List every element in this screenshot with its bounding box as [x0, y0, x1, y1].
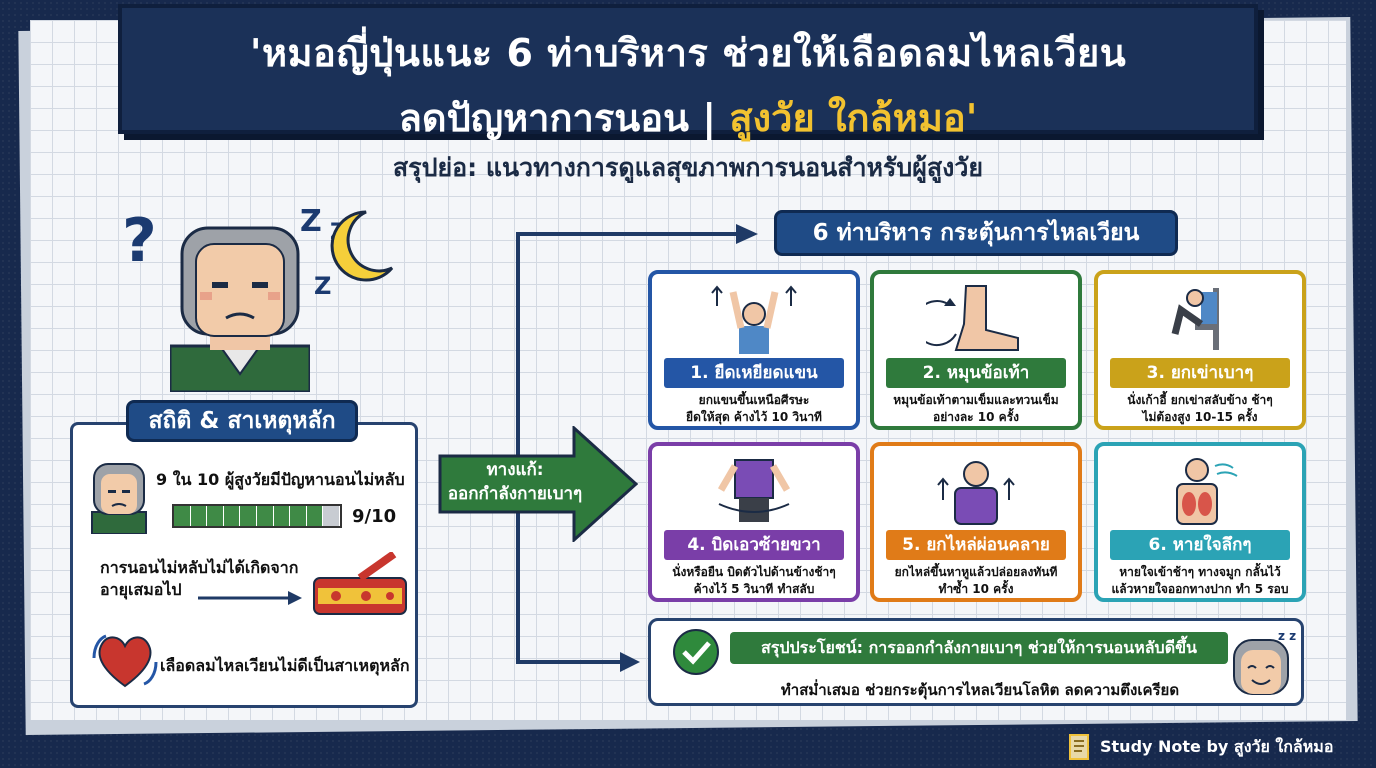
- exercise-card-shoulder-lift: 5. ยกไหล่ผ่อนคลาย ยกไหล่ขึ้นหาหูแล้วปล่อ…: [870, 442, 1082, 602]
- progress-segment: [256, 506, 274, 526]
- sleep-z-icon: Z: [314, 272, 332, 300]
- flow-line-bottom: [516, 660, 624, 664]
- elderly-man-icon: [170, 226, 310, 392]
- exercise-2-label: 2. หมุนข้อเท้า: [886, 358, 1066, 388]
- progress-segment: [273, 506, 291, 526]
- exercise-card-deep-breath: 6. หายใจลึกๆ หายใจเข้าช้าๆ ทางจมูก กลั้น…: [1094, 442, 1306, 602]
- insomnia-progress-bar: [172, 504, 342, 528]
- solution-arrow: [438, 426, 638, 542]
- knee-raise-icon: [1171, 288, 1219, 350]
- exercise-5-label: 5. ยกไหล่ผ่อนคลาย: [886, 530, 1066, 560]
- progress-segment: [323, 506, 340, 526]
- exercise-4-label: 4. บิดเอวซ้ายขวา: [664, 530, 844, 560]
- progress-segment: [207, 506, 224, 526]
- arrowhead-icon: [736, 224, 758, 244]
- exercise-6-desc-2: แล้วหายใจออกทางปาก ทำ 5 รอบ: [1111, 582, 1289, 596]
- exercise-4-desc-1: นั่งหรือยืน บิดตัวไปด้านข้างช้าๆ: [672, 565, 836, 579]
- ankle-rotation-icon: [926, 285, 1019, 351]
- footer: Study Note by สูงวัย ใกล้หมอ: [1066, 730, 1333, 764]
- exercise-1-label: 1. ยืดเหยียดแขน: [664, 358, 844, 388]
- arrowhead-icon: [620, 652, 640, 672]
- stats-header: สถิติ & สาเหตุหลัก: [126, 400, 358, 442]
- waist-twist-icon: [717, 459, 791, 522]
- solution-line-2: ออกกำลังกายเบาๆ: [447, 484, 583, 504]
- exercise-2-desc-2: อย่างละ 10 ครั้ง: [932, 410, 1020, 424]
- exercise-1-desc-2: ยืดให้สุด ค้างไว้ 10 วินาที: [686, 410, 822, 424]
- flow-line-top: [516, 232, 742, 236]
- stat-fact-2-line-1: การนอนไม่หลับไม่ได้เกิดจาก: [100, 558, 299, 577]
- svg-text:z z: z z: [1278, 629, 1296, 643]
- progress-segment: [190, 506, 208, 526]
- exercise-card-arm-stretch: 1. ยืดเหยียดแขน ยกแขนขึ้นเหนือศีรษะยืดให…: [648, 270, 860, 430]
- shoulder-lift-icon: [937, 461, 1015, 525]
- exercise-card-ankle-rotation: 2. หมุนข้อเท้า หมุนข้อเท้าตามเข็มและทวนเ…: [870, 270, 1082, 430]
- exercise-1-desc-1: ยกแขนขึ้นเหนือศีรษะ: [698, 393, 810, 407]
- progress-segment: [290, 506, 307, 526]
- exercise-5-desc-1: ยกไหล่ขึ้นหาหูแล้วปล่อยลงทันที: [894, 565, 1058, 579]
- blood-vessel-icon: [313, 552, 407, 615]
- exercise-5-desc-2: ทำซ้ำ 10 ครั้ง: [938, 582, 1014, 596]
- title-banner: 'หมอญี่ปุ่นแนะ 6 ท่าบริหาร ช่วยให้เลือดล…: [118, 4, 1258, 140]
- arm-stretch-icon: [711, 285, 797, 354]
- exercise-3-desc-1: นั่งเก้าอี้ ยกเข่าสลับข้าง ช้าๆ: [1127, 393, 1273, 407]
- progress-segment: [223, 506, 241, 526]
- stat-fact-1: 9 ใน 10 ผู้สูงวัยมีปัญหานอนไม่หลับ: [156, 470, 405, 489]
- deep-breath-icon: [1176, 458, 1238, 525]
- solution-line-1: ทางแก้:: [486, 460, 544, 480]
- sleep-z-icon: Z: [300, 204, 322, 239]
- heart-icon: [92, 634, 158, 688]
- summary-heading: สรุปประโยชน์: การออกกำลังกายเบาๆ ช่วยให้…: [730, 632, 1228, 664]
- progress-segment: [174, 506, 191, 526]
- checkmark-icon: [673, 629, 719, 675]
- scroll-icon: [1069, 734, 1089, 760]
- title-line-2-highlight: สูงวัย ใกล้หมอ': [729, 96, 978, 140]
- flow-line-vertical: [516, 232, 520, 664]
- exercise-3-label: 3. ยกเข่าเบาๆ: [1110, 358, 1290, 388]
- stat-fact-3: เลือดลมไหลเวียนไม่ดีเป็นสาเหตุหลัก: [160, 656, 410, 675]
- happy-elder-icon: z z: [1233, 629, 1296, 695]
- exercise-4-desc-2: ค้างไว้ 5 วินาที ทำสลับ: [693, 582, 815, 596]
- exercise-card-waist-twist: 4. บิดเอวซ้ายขวา นั่งหรือยืน บิดตัวไปด้า…: [648, 442, 860, 602]
- elderly-avatar-icon: [91, 463, 147, 534]
- progress-segment: [240, 506, 257, 526]
- exercise-6-label: 6. หายใจลึกๆ: [1110, 530, 1290, 560]
- arrow-right-icon: [198, 591, 302, 605]
- exercise-3-desc-2: ไม่ต้องสูง 10-15 ครั้ง: [1142, 410, 1258, 424]
- footer-credit: Study Note by สูงวัย ใกล้หมอ: [1100, 736, 1334, 756]
- title-line-2-main: ลดปัญหาการนอน |: [398, 96, 730, 140]
- solution-label: ทางแก้: ออกกำลังกายเบาๆ: [440, 458, 590, 506]
- progress-segment: [306, 506, 324, 526]
- summary-subtext: ทำสม่ำเสมอ ช่วยกระตุ้นการไหลเวียนโลหิต ล…: [780, 681, 1180, 699]
- question-mark-icon: ?: [122, 206, 157, 276]
- exercise-6-desc-1: หายใจเข้าช้าๆ ทางจมูก กลั้นไว้: [1119, 565, 1281, 579]
- exercise-2-desc-1: หมุนข้อเท้าตามเข็มและทวนเข็ม: [893, 393, 1059, 407]
- exercise-card-knee-raise: 3. ยกเข่าเบาๆ นั่งเก้าอี้ ยกเข่าสลับข้าง…: [1094, 270, 1306, 430]
- stat-fact-2-line-2: อายุเสมอไป: [100, 580, 182, 599]
- progress-label: 9/10: [352, 506, 397, 527]
- title-line-2: ลดปัญหาการนอน | สูงวัย ใกล้หมอ': [122, 87, 1254, 148]
- exercises-header: 6 ท่าบริหาร กระตุ้นการไหลเวียน: [774, 210, 1178, 256]
- subtitle: สรุปย่อ: แนวทางการดูแลสุขภาพการนอนสำหรับ…: [392, 153, 984, 182]
- moon-icon: [330, 210, 394, 282]
- title-line-1: 'หมอญี่ปุ่นแนะ 6 ท่าบริหาร ช่วยให้เลือดล…: [249, 31, 1127, 75]
